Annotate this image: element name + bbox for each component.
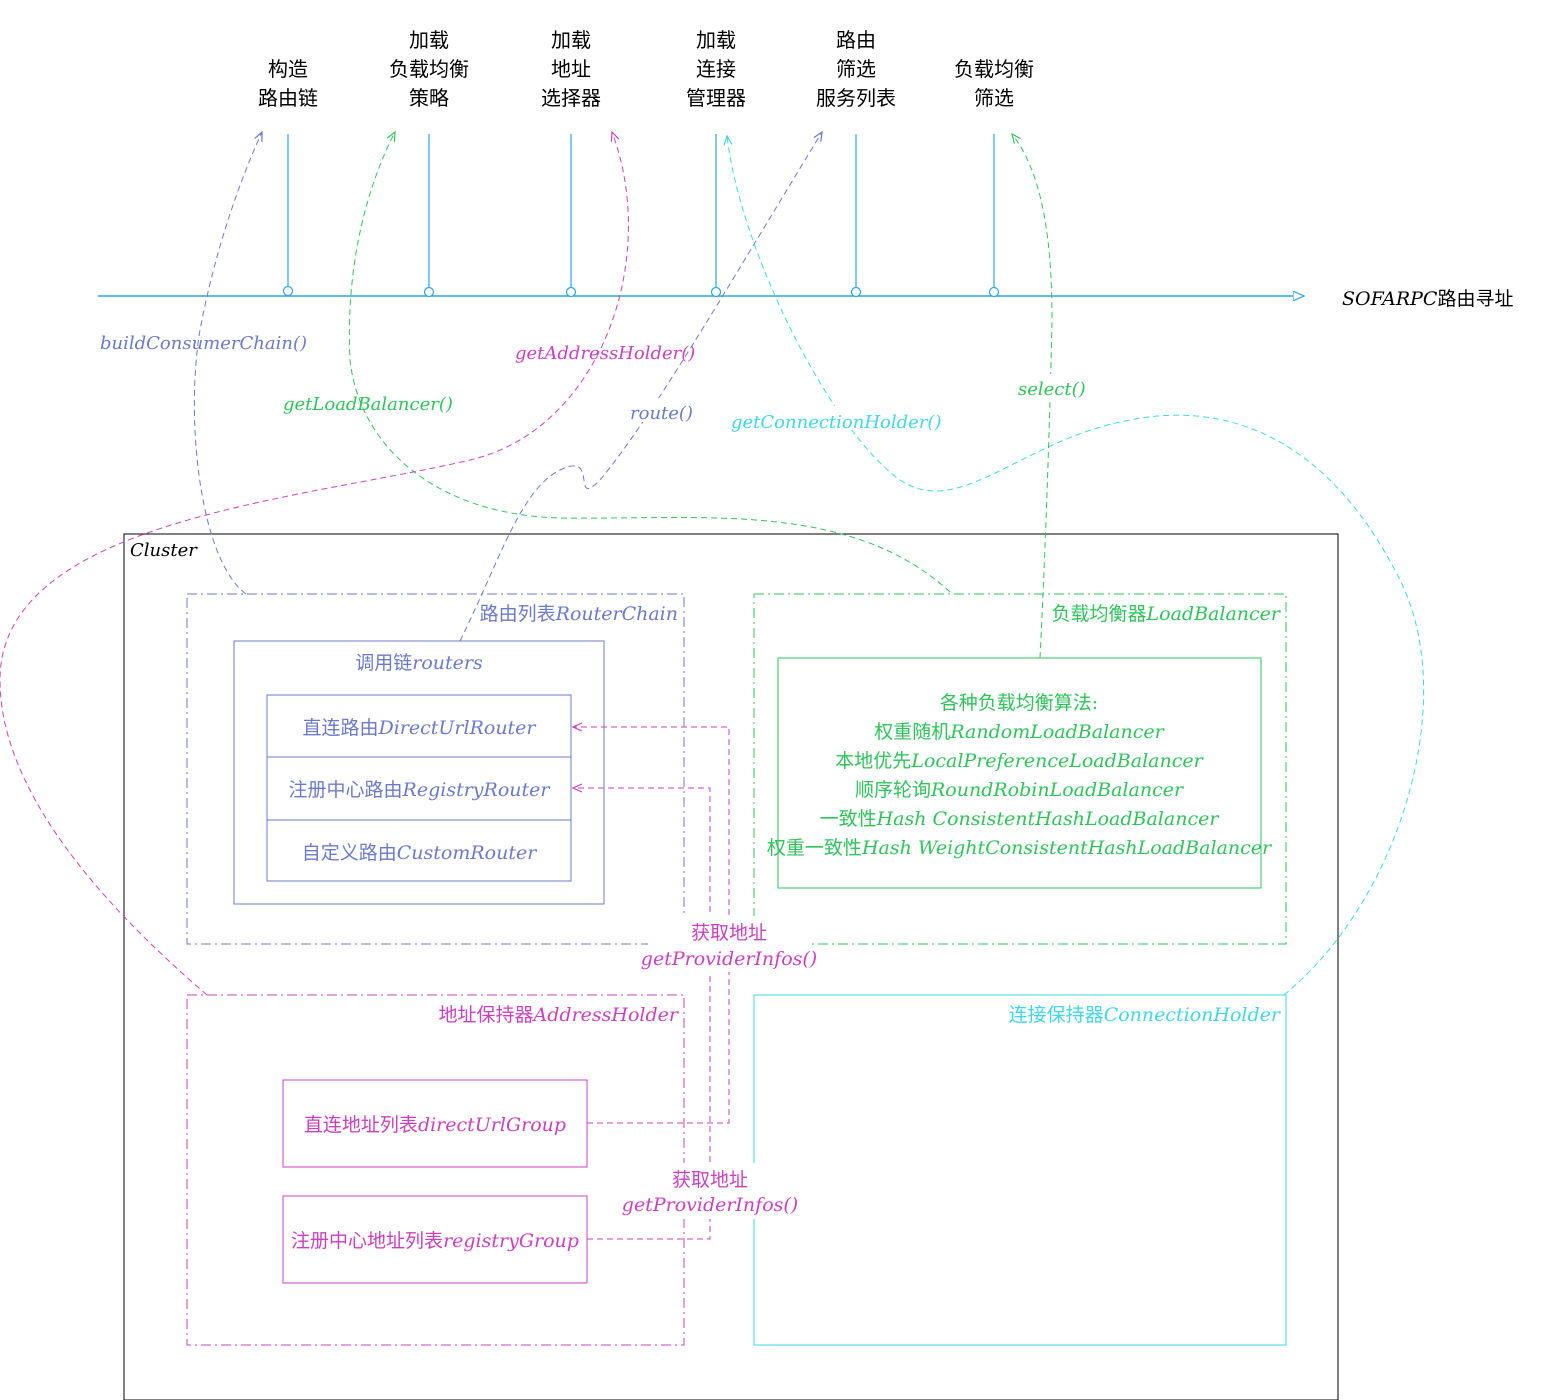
cluster: Cluster bbox=[123, 533, 1339, 1400]
timeline-step-load-balancer: 加载 负载均衡 策略 bbox=[389, 28, 469, 298]
timeline-label: SOFARPC路由寻址 bbox=[1342, 288, 1514, 310]
timeline-step-build-chain: 构造 路由链 bbox=[258, 57, 318, 297]
svg-text:buildConsumerChain(): buildConsumerChain() bbox=[100, 333, 307, 354]
call-build-consumer-chain: buildConsumerChain() bbox=[100, 132, 307, 595]
svg-text:注册中心路由RegistryRouter: 注册中心路由RegistryRouter bbox=[289, 779, 552, 801]
svg-text:getProviderInfos(): getProviderInfos() bbox=[641, 948, 817, 970]
svg-text:加载: 加载 bbox=[696, 28, 736, 52]
svg-text:select(): select() bbox=[1018, 379, 1086, 400]
svg-text:获取地址: 获取地址 bbox=[691, 922, 767, 944]
algorithm-consistent-hash: 一致性Hash ConsistentHashLoadBalancer bbox=[820, 808, 1221, 830]
svg-text:筛选: 筛选 bbox=[836, 57, 876, 81]
timeline-step-route-filter: 路由 筛选 服务列表 bbox=[816, 28, 896, 298]
svg-text:连接: 连接 bbox=[696, 57, 736, 81]
timeline-step-lb-select: 负载均衡 筛选 bbox=[954, 57, 1034, 298]
router-row-direct: 直连路由DirectUrlRouter bbox=[266, 694, 572, 758]
address-holder-title: 地址保持器AddressHolder bbox=[439, 1004, 680, 1026]
load-balancer: 负载均衡器LoadBalancer 各种负载均衡算法: 权重随机RandomLo… bbox=[753, 593, 1287, 945]
svg-text:路由: 路由 bbox=[836, 28, 876, 52]
svg-text:路由链: 路由链 bbox=[258, 86, 318, 110]
svg-text:构造: 构造 bbox=[268, 57, 308, 81]
call-select: select() bbox=[1012, 134, 1086, 659]
router-chain: 路由列表RouterChain 调用链routers 直连路由DirectUrl… bbox=[186, 593, 685, 945]
call-get-address-holder: getAddressHolder() bbox=[0, 132, 695, 996]
cluster-border bbox=[123, 533, 1339, 1400]
svg-text:直连路由DirectUrlRouter: 直连路由DirectUrlRouter bbox=[302, 717, 537, 739]
router-chain-title: 路由列表RouterChain bbox=[480, 603, 678, 625]
svg-text:负载均衡: 负载均衡 bbox=[954, 57, 1034, 81]
connection-holder: 连接保持器ConnectionHolder bbox=[753, 994, 1287, 1346]
svg-text:直连地址列表directUrlGroup: 直连地址列表directUrlGroup bbox=[304, 1114, 566, 1136]
algorithms-heading: 各种负载均衡算法: bbox=[940, 692, 1098, 714]
address-group-registry: 注册中心地址列表registryGroup bbox=[282, 1195, 588, 1284]
svg-text:getConnectionHolder(): getConnectionHolder() bbox=[731, 412, 941, 433]
fetch-label-2: 获取地址 getProviderInfos() bbox=[622, 1163, 798, 1219]
fetch-label-1: 获取地址 getProviderInfos() bbox=[641, 916, 817, 972]
svg-text:策略: 策略 bbox=[409, 86, 449, 110]
load-balancer-title: 负载均衡器LoadBalancer bbox=[1052, 603, 1282, 625]
svg-text:负载均衡: 负载均衡 bbox=[389, 57, 469, 81]
svg-text:地址: 地址 bbox=[551, 57, 591, 81]
svg-text:getProviderInfos(): getProviderInfos() bbox=[622, 1194, 798, 1216]
address-group-direct: 直连地址列表directUrlGroup bbox=[282, 1079, 588, 1168]
call-get-connection-holder: getConnectionHolder() bbox=[727, 136, 1425, 996]
connection-holder-title: 连接保持器ConnectionHolder bbox=[1009, 1004, 1282, 1026]
svg-text:getAddressHolder(): getAddressHolder() bbox=[515, 343, 695, 364]
routers-box-title: 调用链routers bbox=[355, 652, 483, 674]
fetch-connector-registry bbox=[573, 788, 711, 1240]
timeline-step-address-selector: 加载 地址 选择器 bbox=[541, 28, 601, 298]
address-holder: 地址保持器AddressHolder 直连地址列表directUrlGroup … bbox=[186, 994, 685, 1346]
call-route: route() bbox=[459, 132, 822, 642]
router-row-custom: 自定义路由CustomRouter bbox=[266, 819, 572, 882]
svg-text:获取地址: 获取地址 bbox=[672, 1169, 748, 1191]
svg-text:自定义路由CustomRouter: 自定义路由CustomRouter bbox=[302, 842, 538, 864]
svg-text:注册中心地址列表registryGroup: 注册中心地址列表registryGroup bbox=[291, 1230, 579, 1252]
call-get-load-balancer: getLoadBalancer() bbox=[283, 132, 951, 593]
svg-text:筛选: 筛选 bbox=[974, 86, 1014, 110]
svg-text:选择器: 选择器 bbox=[541, 86, 601, 110]
svg-text:getLoadBalancer(): getLoadBalancer() bbox=[283, 394, 453, 415]
svg-text:加载: 加载 bbox=[551, 28, 591, 52]
algorithm-weight-consistent-hash: 权重一致性Hash WeightConsistentHashLoadBalanc… bbox=[767, 837, 1273, 859]
cluster-label: Cluster bbox=[130, 540, 198, 561]
algorithm-random: 权重随机RandomLoadBalancer bbox=[874, 721, 1165, 743]
timeline: SOFARPC路由寻址 构造 路由链 加载 负载均衡 策略 加载 地址 选择器 bbox=[98, 28, 1514, 310]
algorithm-local-preference: 本地优先LocalPreferenceLoadBalancer bbox=[835, 750, 1204, 772]
svg-text:管理器: 管理器 bbox=[686, 86, 746, 110]
timeline-step-connection-manager: 加载 连接 管理器 bbox=[686, 28, 746, 298]
routers-box bbox=[233, 640, 605, 905]
svg-text:route(): route() bbox=[630, 403, 693, 424]
algorithms-box bbox=[777, 657, 1262, 889]
algorithm-round-robin: 顺序轮询RoundRobinLoadBalancer bbox=[855, 779, 1185, 801]
svg-text:服务列表: 服务列表 bbox=[816, 86, 896, 110]
router-row-registry: 注册中心路由RegistryRouter bbox=[266, 756, 572, 821]
svg-text:加载: 加载 bbox=[409, 28, 449, 52]
